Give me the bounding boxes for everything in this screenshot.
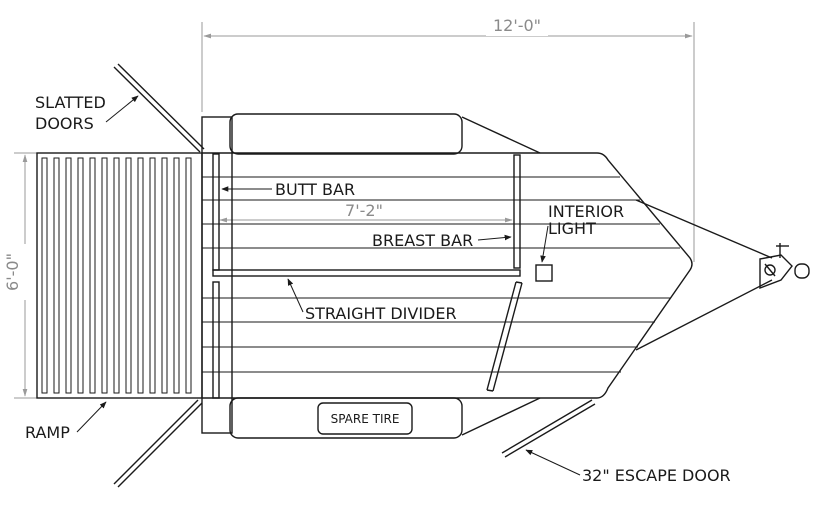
straight-divider bbox=[212, 269, 521, 277]
overall-length-label: 12'-0" bbox=[493, 16, 541, 35]
ramp-label: RAMP bbox=[25, 423, 70, 442]
width-label: 6'-0" bbox=[3, 253, 22, 291]
straight-divider-label: STRAIGHT DIVIDER bbox=[305, 304, 457, 323]
butt-bar-label: BUTT BAR bbox=[275, 180, 355, 199]
spare-tire-label: SPARE TIRE bbox=[331, 412, 400, 426]
overall-length-dimension: 12'-0" bbox=[201, 14, 695, 262]
width-dimension: 6'-0" bbox=[3, 152, 40, 399]
ramp bbox=[36, 152, 203, 399]
escape-door-callout: 32" ESCAPE DOOR bbox=[525, 449, 731, 485]
slatted-doors-label-line1: SLATTED bbox=[35, 93, 106, 112]
butt-bar-callout: BUTT BAR bbox=[221, 180, 355, 199]
straight-divider-callout: STRAIGHT DIVIDER bbox=[287, 278, 457, 323]
stall-length-label: 7'-2" bbox=[345, 201, 383, 220]
escape-door-label: 32" ESCAPE DOOR bbox=[582, 466, 731, 485]
interior-light-label-line1: INTERIOR bbox=[548, 202, 624, 221]
ramp-callout: RAMP bbox=[25, 401, 107, 442]
interior-light-label-line2: LIGHT bbox=[548, 219, 596, 238]
slatted-doors-callout: SLATTED DOORS bbox=[35, 93, 139, 133]
stall-length-dimension: 7'-2" bbox=[219, 201, 513, 223]
floor-planks bbox=[202, 176, 680, 373]
hitch bbox=[635, 199, 810, 351]
slatted-doors-label-line2: DOORS bbox=[35, 114, 94, 133]
trailer-body bbox=[201, 113, 693, 439]
interior-light bbox=[535, 264, 553, 282]
spare-tire: SPARE TIRE bbox=[317, 402, 413, 435]
breast-bar bbox=[513, 154, 521, 269]
breast-bar-label: BREAST BAR bbox=[372, 231, 473, 250]
slatted-doors bbox=[113, 63, 205, 488]
escape-door bbox=[501, 399, 596, 458]
interior-light-callout: INTERIOR LIGHT bbox=[540, 202, 624, 263]
breast-bar-callout: BREAST BAR bbox=[372, 231, 512, 250]
